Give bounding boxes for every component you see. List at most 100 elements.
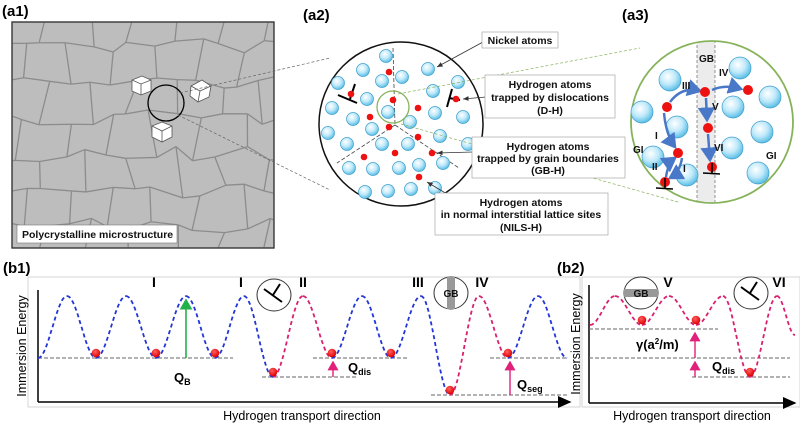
svg-text:Hydrogen atoms: Hydrogen atoms [509,79,592,91]
polycrystal-panel: Polycrystalline microstructure [11,21,275,249]
energy-curve-segment [776,295,796,336]
nickel-atom [433,129,447,143]
cube-crystal-icon [189,79,212,103]
nickel-atom [428,106,442,120]
hydrogen-atom [386,348,396,358]
nickel-atom [321,126,335,140]
nickel-atom [346,112,360,126]
stage-label: II [299,274,307,290]
step-label-iv: IV [719,68,729,79]
energy-curve-segment [155,295,187,359]
energy-curve-segment [243,295,274,378]
hydrogen-atom [360,153,368,161]
nickel-atom [366,162,380,176]
hydrogen-atom [691,315,701,325]
hydrogen-atom [414,104,422,112]
hydrogen-atom [414,133,422,141]
magnified-gb-circle [376,90,410,124]
svg-text:GB: GB [444,289,459,300]
gb-label: GB [699,54,714,65]
hydrogen-atom [703,123,713,133]
energy-curve-segment [722,295,751,378]
panel-label-a2: (a2) [303,7,330,24]
svg-text:trapped by grain boundaries: trapped by grain boundaries [477,153,619,165]
nickel-atom [421,62,435,76]
nickel-atom [658,68,682,92]
cube-crystal-icon [151,121,173,143]
energy-curve-segment [537,295,568,359]
grain-interior-label: GI [633,145,644,156]
energy-curve-segment [614,295,643,326]
energy-curve-segment [302,295,333,359]
step-label-vi: VI [714,143,724,154]
nickel-atom [401,137,415,151]
hydrogen-atom [385,123,393,131]
nickel-atom [340,137,354,151]
nickel-atom [381,105,395,119]
panel-label-b2: (b2) [557,260,585,277]
nickel-atom [325,101,339,115]
zoom-connector-lines [177,57,331,191]
hydrogen-atom [268,367,278,377]
grain-boundary-network [12,22,274,248]
nickel-atom [404,182,418,196]
nickel-atom [412,158,426,172]
step-label-v: V [712,102,719,113]
hydrogen-atom [389,96,397,104]
grain-interior-label: GI [766,151,777,162]
nickel-atom [331,76,345,90]
step-label-i-return: I [683,164,686,175]
nickel-atom [358,185,372,199]
hydrogen-flow-arrows [659,76,744,180]
svg-text:Nickel atoms: Nickel atoms [488,35,553,47]
hydrogen-atom [745,367,755,377]
grain-boundary [12,22,274,248]
y-axis-label: Immersion Energy [569,293,583,395]
hydrogen-atoms [347,68,460,181]
energy-curve-segment [331,295,363,359]
hydrogen-atom [700,87,710,97]
nickel-atom [379,49,393,63]
nickel-atom [392,161,406,175]
hydrogen-atom [327,348,337,358]
nickel-atom [758,85,782,109]
nickel-atom [720,136,744,160]
energy-curve-segment [272,295,304,378]
nickel-atom [456,110,470,124]
nickel-atom [750,120,774,144]
energy-curve-segment [478,295,509,359]
callout-nickel-atoms: Nickel atoms [436,31,559,68]
qb-label: QB [174,370,191,387]
callout-grain-boundary-hydrogen: Hydrogen atoms trapped by grain boundari… [436,136,626,179]
hydrogen-atom [662,102,672,112]
energy-curve-segment [390,295,422,359]
hydrogen-atom [743,85,753,95]
energy-curve-segment [589,295,616,326]
hydrogen-atom [452,95,460,103]
nickel-atom [375,74,389,88]
qdis-label: Qdis [348,360,371,377]
cube-crystal-icon [131,75,152,96]
callout-dislocation-hydrogen: Hydrogen atoms trapped by dislocations (… [462,74,616,119]
nickel-atom [360,92,374,106]
energy-curve-segment [37,295,68,359]
dislocation-icon [733,276,769,310]
hydrogen-atom [151,348,161,358]
panel-label-b1: (b1) [3,260,31,277]
nickel-atom [403,115,417,129]
energy-curve-segment [361,295,392,359]
energy-curve-segment [420,295,451,396]
nickel-atom [365,122,379,136]
stage-label: III [412,274,424,290]
grain-boundary-icon: GB [623,276,659,310]
reference-levels [589,328,790,378]
qdis-label: Qdis [712,359,735,376]
y-axis-label: Immersion Energy [15,295,29,397]
dislocation-symbol [655,178,674,190]
nickel-atom [436,156,450,170]
energy-curve [37,295,568,396]
nickel-atom [451,75,465,89]
hydrogen-atom [385,68,393,76]
energy-curve-segment [66,295,97,359]
